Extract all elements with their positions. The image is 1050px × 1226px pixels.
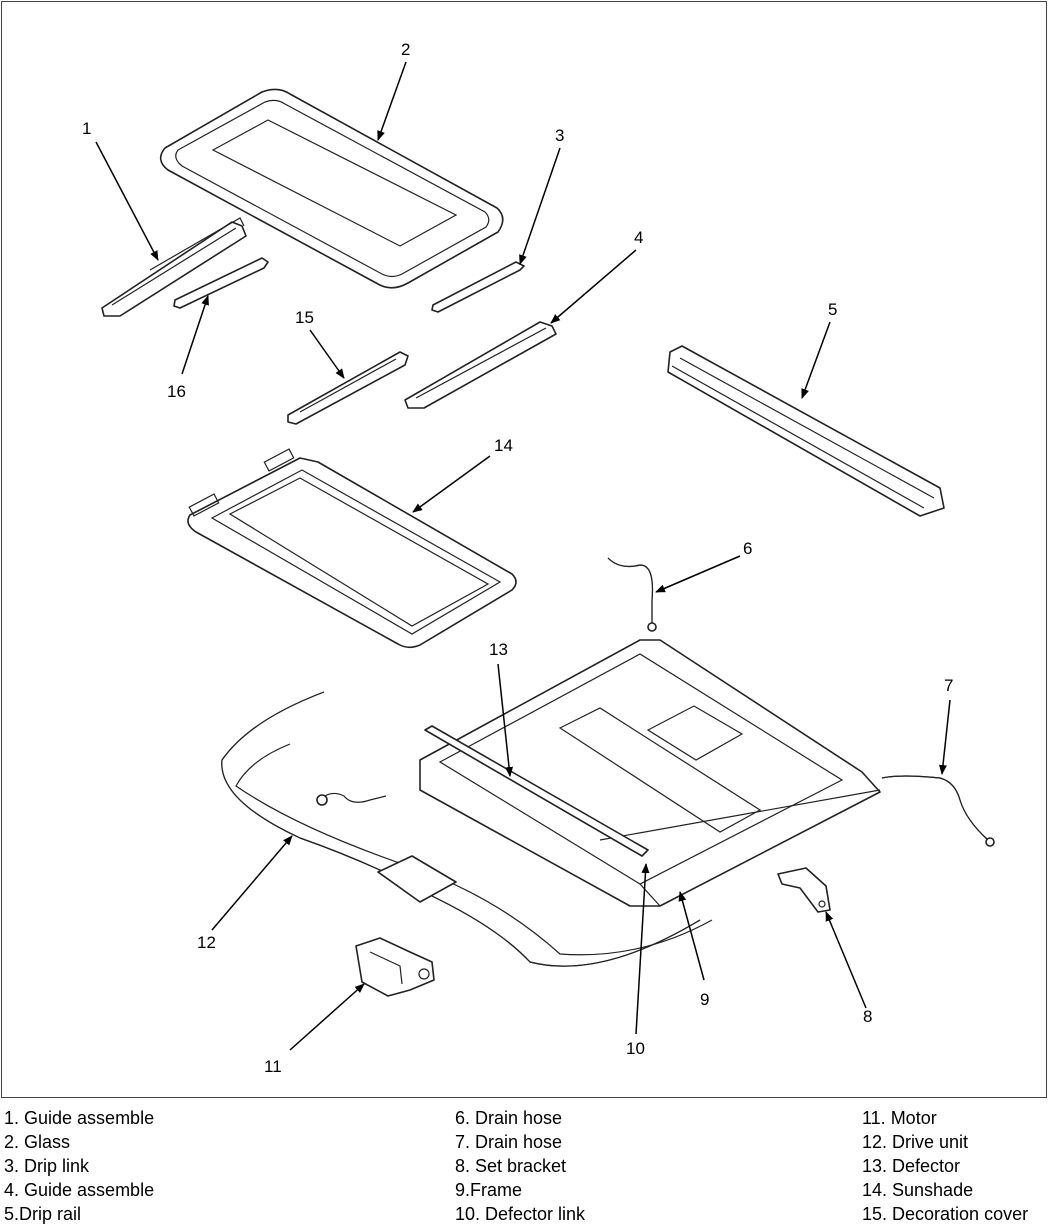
legend-item: 6. Drain hose — [455, 1108, 563, 1128]
callout-15: 15 — [295, 308, 314, 327]
legend-item: 14. Sunshade — [862, 1180, 974, 1200]
callout-numbers: 1 2 3 4 5 6 7 8 9 10 11 12 13 14 15 16 — [82, 40, 953, 1076]
callout-4: 4 — [634, 228, 643, 247]
callout-12: 12 — [197, 933, 216, 952]
drain-hose-7-part — [881, 775, 995, 847]
legend-item: 13. Defector — [862, 1156, 961, 1176]
callout-9: 9 — [700, 990, 709, 1009]
callout-10: 10 — [626, 1039, 645, 1058]
decoration-cover-part — [287, 351, 409, 425]
drip-link-left-part — [173, 257, 269, 309]
guide-assemble-right-part — [404, 321, 557, 409]
callout-5: 5 — [828, 300, 837, 319]
exploded-view-diagram: 1 2 3 4 5 6 7 8 9 10 11 12 13 14 15 16 — [82, 40, 995, 1076]
legend-item: 4. Guide assemble — [4, 1180, 155, 1200]
legend-item: 2. Glass — [4, 1132, 71, 1152]
drain-hose-small-part — [316, 792, 387, 806]
motor-part — [355, 937, 435, 997]
legend-item: 1. Guide assemble — [4, 1108, 155, 1128]
callout-13: 13 — [489, 640, 508, 659]
callout-7: 7 — [944, 676, 953, 695]
legend-item: 12. Drive unit — [862, 1132, 969, 1152]
legend-column-2: 6. Drain hose 7. Drain hose 8. Set brack… — [455, 1106, 585, 1226]
callout-14: 14 — [494, 436, 513, 455]
glass-part — [159, 88, 504, 289]
drip-rail-part — [667, 345, 945, 517]
legend-item: 10. Defector link — [455, 1204, 586, 1224]
drive-unit-part — [221, 691, 713, 967]
sunshade-part — [187, 448, 517, 649]
legend-item: 3. Drip link — [4, 1156, 90, 1176]
callout-16: 16 — [167, 382, 186, 401]
diagram-frame — [1, 1, 1047, 1098]
callout-6: 6 — [743, 539, 752, 558]
frame-part — [419, 639, 881, 907]
drain-hose-6-part — [607, 557, 657, 632]
drip-link-part — [431, 261, 525, 313]
set-bracket-part — [777, 867, 831, 913]
legend-item: 11. Motor — [862, 1108, 937, 1128]
legend-item: 5.Drip rail — [4, 1204, 82, 1224]
legend-item: 15. Decoration cover — [862, 1204, 1029, 1224]
legend-item: 7. Drain hose — [455, 1132, 563, 1152]
guide-assemble-left-part — [101, 217, 247, 317]
defector-part — [424, 725, 649, 857]
callout-1: 1 — [82, 119, 91, 138]
callout-8: 8 — [863, 1007, 872, 1026]
parts-legend: 1. Guide assemble 2. Glass 3. Drip link … — [0, 1100, 1050, 1225]
legend-item: 9.Frame — [455, 1180, 523, 1200]
callout-2: 2 — [401, 40, 410, 59]
callout-3: 3 — [555, 126, 564, 145]
leader-lines — [95, 61, 951, 1051]
legend-item: 8. Set bracket — [455, 1156, 567, 1176]
callout-11: 11 — [264, 1057, 282, 1076]
legend-column-3: 11. Motor 12. Drive unit 13. Defector 14… — [862, 1106, 1028, 1226]
legend-column-1: 1. Guide assemble 2. Glass 3. Drip link … — [4, 1106, 154, 1226]
